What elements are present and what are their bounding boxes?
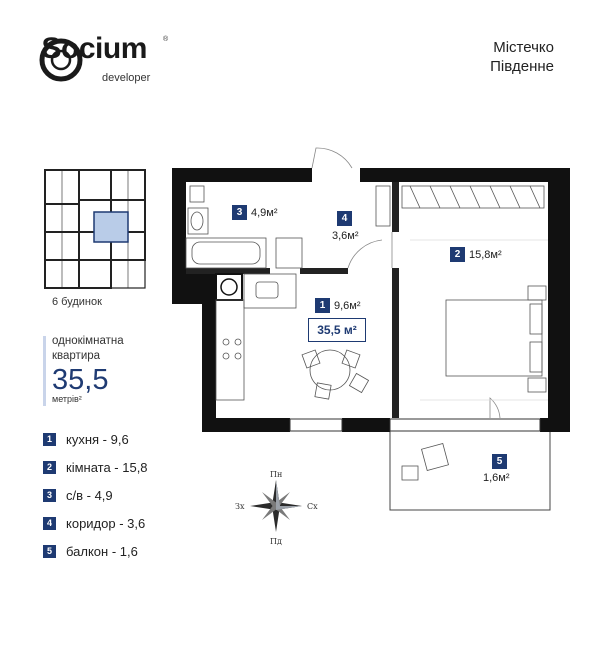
room-label-4: 4	[337, 208, 352, 226]
room-badge: 3	[232, 205, 247, 220]
room-label-2: 2 15,8м²	[450, 247, 502, 262]
legend-badge: 5	[43, 544, 56, 558]
apartment-accent-bar	[43, 336, 46, 406]
apartment-area-unit: метрів²	[52, 394, 82, 404]
legend-item: 1 кухня - 9,6	[43, 425, 148, 453]
brand-registered: ®	[163, 36, 169, 43]
room-badge: 5	[492, 454, 507, 469]
room-label-3: 3 4,9м²	[232, 205, 278, 220]
legend-item: 5 балкон - 1,6	[43, 537, 148, 565]
bathroom-fixtures	[185, 185, 303, 269]
legend-text: балкон - 1,6	[66, 543, 138, 559]
total-area-box: 35,5 м²	[308, 318, 366, 342]
legend-badge: 4	[43, 516, 56, 530]
compass-south-label: Пд	[270, 537, 282, 546]
room-badge: 2	[450, 247, 465, 262]
legend-text: кімната - 15,8	[66, 459, 148, 475]
legend-text: с/в - 4,9	[66, 487, 113, 503]
city-line1: Містечко	[493, 39, 554, 56]
legend-badge: 1	[43, 432, 56, 446]
compass-north-label: Пн	[270, 470, 283, 479]
outer-walls	[172, 168, 570, 432]
legend-item: 3 с/в - 4,9	[43, 481, 148, 509]
room-furniture	[375, 185, 548, 401]
legend-badge: 2	[43, 460, 56, 474]
city-name: Містечко Південне	[490, 38, 554, 76]
apartment-type-line2: квартира	[52, 350, 101, 362]
balcony-furniture	[401, 443, 449, 481]
room-badge: 1	[315, 298, 330, 313]
brand-name: SSocium	[41, 32, 148, 65]
room-label-1: 1 9,6м²	[315, 298, 361, 313]
legend-item: 4 коридор - 3,6	[43, 509, 148, 537]
room-area-5: 1,6м²	[483, 472, 510, 484]
room-badge: 4	[337, 211, 352, 226]
compass-east-label: Сх	[307, 502, 318, 511]
kitchen-fixtures	[215, 273, 370, 401]
room-area-4: 3,6м²	[332, 230, 359, 242]
room-label-5: 5	[492, 451, 507, 469]
apartment-type-line1: однокімнатна	[52, 335, 124, 347]
room-area: 4,9м²	[251, 206, 278, 219]
compass-west-label: Зх	[235, 502, 245, 511]
city-line2: Південне	[490, 58, 554, 75]
building-label: 6 будинок	[52, 296, 102, 308]
apartment-type: однокімнатна квартира	[52, 334, 124, 364]
room-area: 9,6м²	[334, 299, 361, 312]
legend-text: кухня - 9,6	[66, 431, 129, 447]
room-area: 15,8м²	[469, 248, 502, 261]
legend-item: 2 кімната - 15,8	[43, 453, 148, 481]
legend-text: коридор - 3,6	[66, 515, 146, 531]
apartment-area: 35,5	[52, 364, 109, 396]
brand-sub: developer	[102, 72, 151, 84]
legend-badge: 3	[43, 488, 56, 502]
highlighted-apartment	[93, 211, 129, 243]
